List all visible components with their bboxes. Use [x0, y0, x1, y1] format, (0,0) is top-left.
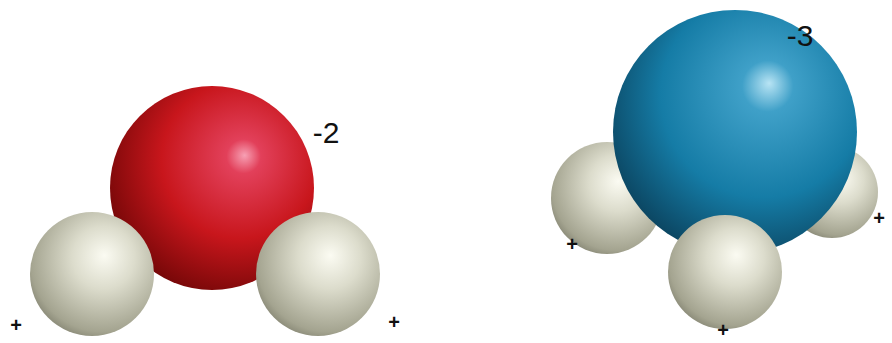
- hydrogen-atom: [30, 212, 154, 336]
- charge-label: +: [566, 234, 578, 254]
- charge-label: +: [388, 312, 400, 332]
- charge-label: +: [10, 315, 22, 335]
- charge-label: -3: [787, 21, 814, 51]
- hydrogen-atom: [256, 212, 380, 336]
- charge-label: -2: [313, 118, 340, 148]
- charge-label: +: [873, 208, 885, 228]
- hydrogen-atom: [668, 215, 782, 329]
- charge-label: +: [717, 320, 729, 340]
